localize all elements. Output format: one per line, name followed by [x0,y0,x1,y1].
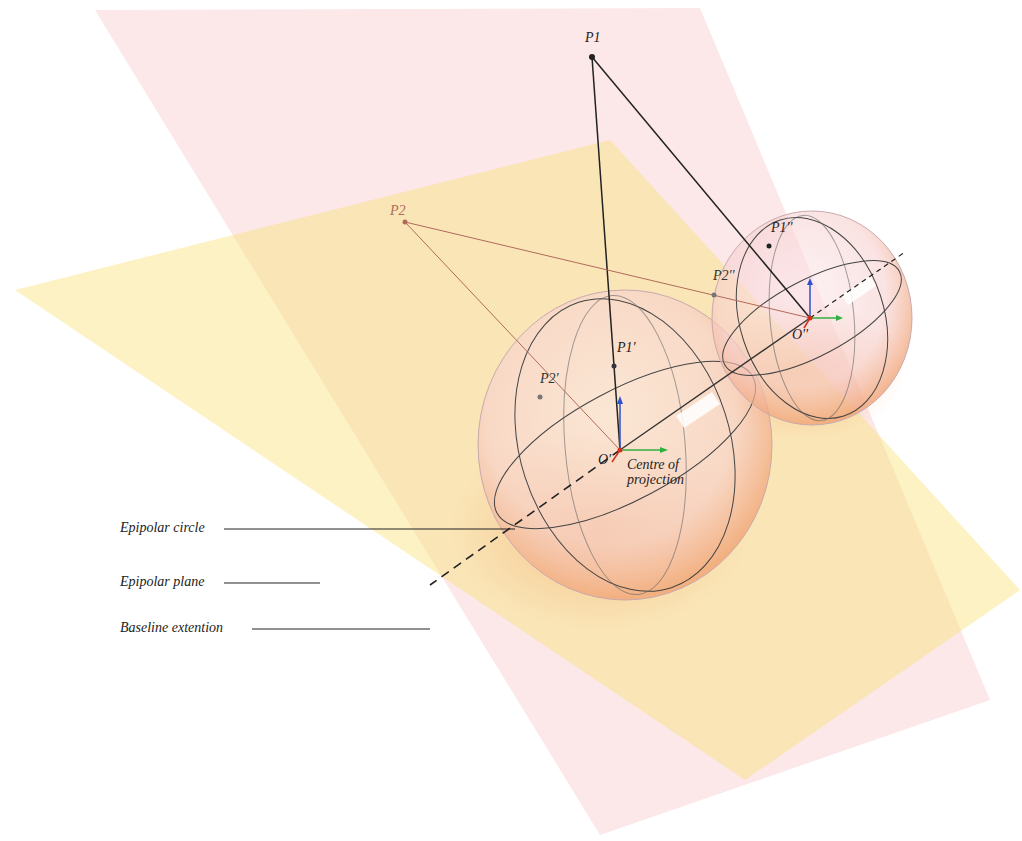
point-label: P2 [390,203,406,218]
callout-label: Epipolar circle [120,520,205,535]
ray [405,222,810,318]
point [538,395,543,400]
baseline-highlight [842,276,876,305]
baseline-highlight [676,392,720,428]
point-label: O'' [792,327,808,342]
ray [592,57,810,318]
point [712,293,717,298]
point [403,220,408,225]
leader-line [224,528,515,529]
point-label: O' [598,452,611,467]
point [589,54,595,60]
point [767,244,772,249]
point-label: P2'' [713,268,735,283]
point [612,364,617,369]
point-label: P2' [540,371,559,386]
baseline-extension [430,450,620,585]
baseline [620,318,810,450]
leader-line [252,628,430,629]
annotation: Centre of projection [627,457,707,488]
leader-line [224,582,320,583]
point-label: P1 [585,30,601,45]
baseline-extension [810,252,905,318]
sphere-right [707,198,918,438]
callout-label: Epipolar plane [120,574,204,589]
axes-right [804,278,843,328]
epipolar-plane-yellow [15,140,1020,780]
point-label: P1'' [771,220,793,235]
point-label: P1' [617,340,636,355]
ray [592,57,620,450]
ray [405,222,620,450]
callout-label: Baseline extention [120,620,223,635]
axes-left [612,396,668,462]
